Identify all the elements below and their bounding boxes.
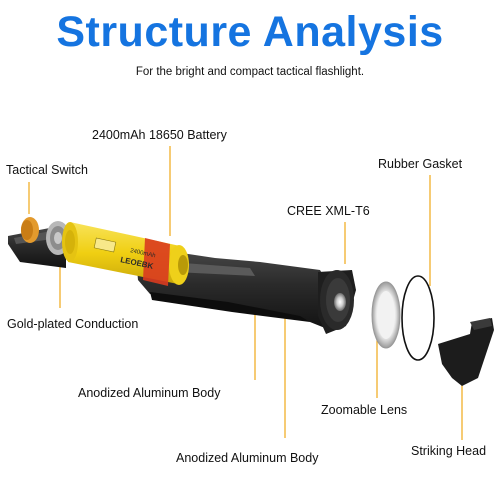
label-battery: 2400mAh 18650 Battery [92, 128, 227, 142]
label-aluminum-body-2: Anodized Aluminum Body [176, 451, 319, 465]
rubber-gasket [401, 275, 435, 361]
label-zoomable-lens: Zoomable Lens [321, 403, 408, 417]
striking-head [438, 318, 494, 386]
battery: LEOEBK 2400mAh [62, 222, 189, 286]
label-cree: CREE XML-T6 [287, 204, 370, 218]
label-rubber-gasket: Rubber Gasket [378, 157, 463, 171]
zoomable-lens [371, 281, 401, 349]
page-subtitle: For the bright and compact tactical flas… [135, 66, 365, 78]
cree-led [334, 293, 346, 311]
battery-capacity: 2400mAh [130, 248, 156, 259]
label-tactical-switch: Tactical Switch [6, 163, 88, 177]
label-striking-head: Striking Head [411, 444, 487, 458]
page-title: Structure Analysis [56, 8, 444, 56]
flashlight-head [318, 270, 356, 334]
label-aluminum-body-1: Anodized Aluminum Body [78, 386, 221, 400]
label-gold-conduction: Gold-plated Conduction [7, 317, 139, 331]
